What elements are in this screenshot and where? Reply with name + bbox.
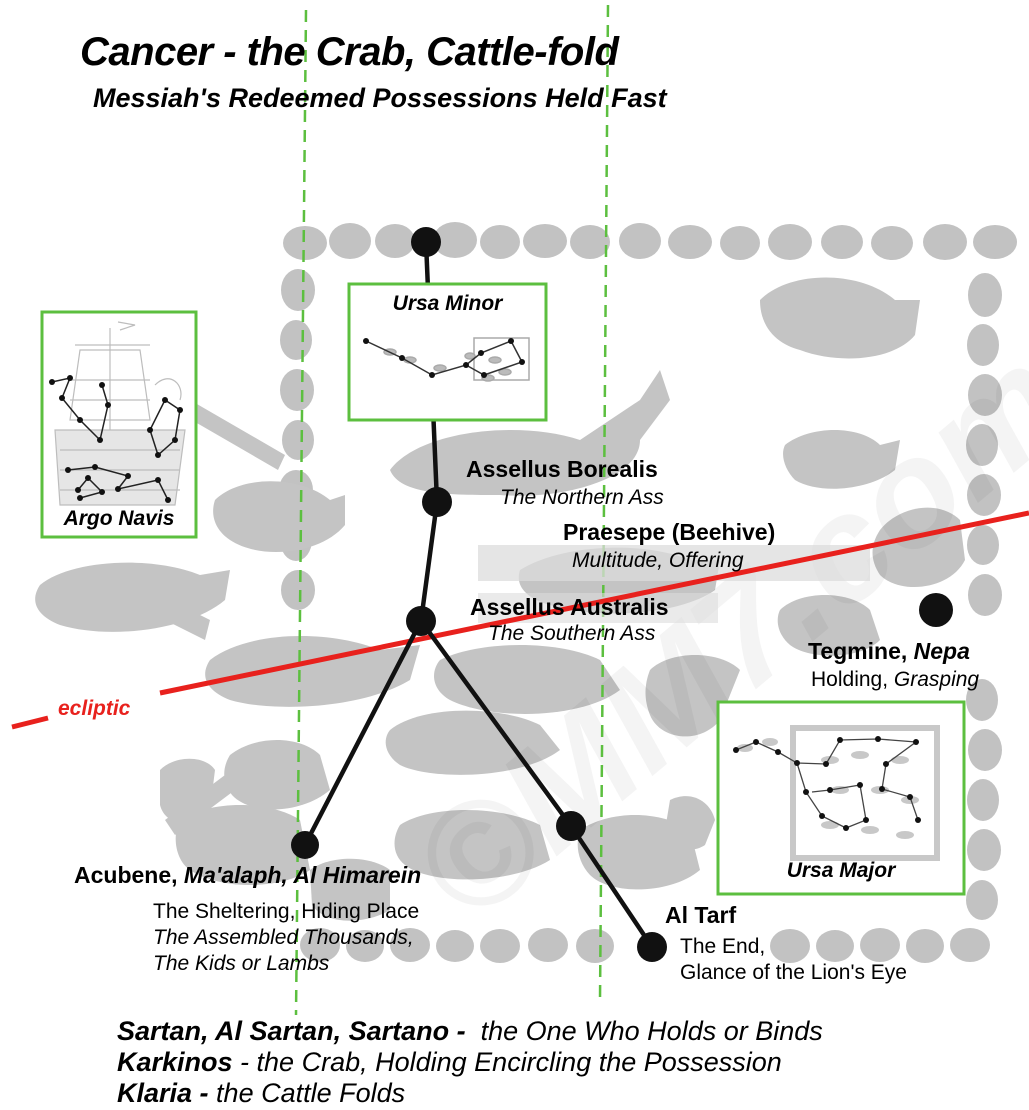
name-line-3: Klaria - the Cattle Folds: [117, 1078, 405, 1108]
page-title: Cancer - the Crab, Cattle-fold: [80, 30, 618, 75]
argo-navis-title: Argo Navis: [42, 507, 196, 531]
star-assellus-borealis: [422, 487, 452, 517]
name-line-1: Sartan, Al Sartan, Sartano - the One Who…: [117, 1016, 823, 1046]
tegmine-meaning-alt: Grasping: [894, 668, 979, 691]
assellus-australis-name: Assellus Australis: [470, 594, 669, 621]
star-al-tarf: [637, 932, 667, 962]
al-tarf-meaning-1: The End,: [680, 935, 765, 959]
al-tarf-meaning-2: Glance of the Lion's Eye: [680, 961, 907, 985]
acubene-meaning-3: The Kids or Lambs: [153, 952, 329, 976]
tegmine-name: Tegmine, Nepa: [808, 638, 970, 665]
al-tarf-name: Al Tarf: [665, 902, 736, 929]
assellus-australis-meaning: The Southern Ass: [488, 622, 655, 646]
tegmine-name-alt: Nepa: [914, 638, 970, 664]
name-line-2: Karkinos - the Crab, Holding Encircling …: [117, 1047, 782, 1077]
ecliptic-line-stub: [12, 718, 48, 727]
star-top: [411, 227, 441, 257]
star-assellus-australis: [406, 606, 436, 636]
argo-navis-inset: [42, 312, 196, 537]
praesepe-meaning: Multitude, Offering: [572, 549, 744, 573]
acubene-meaning-2: The Assembled Thousands,: [153, 926, 414, 950]
ursa-major-title: Ursa Major: [718, 859, 964, 883]
name-meaning-1: the One Who Holds or Binds: [466, 1016, 823, 1046]
tegmine-meaning-main: Holding,: [811, 668, 888, 691]
name-meaning-3: the Cattle Folds: [209, 1078, 406, 1108]
ecliptic-label: ecliptic: [58, 697, 130, 721]
tegmine-meaning: Holding, Grasping: [811, 668, 979, 692]
page-subtitle: Messiah's Redeemed Possessions Held Fast: [93, 83, 667, 114]
acubene-name-main: Acubene,: [74, 862, 178, 888]
star-middle-branch: [556, 811, 586, 841]
name-term-3: Klaria -: [117, 1078, 209, 1108]
star-tegmine: [919, 593, 953, 627]
acubene-meaning-1: The Sheltering, Hiding Place: [153, 900, 419, 924]
name-meaning-2: - the Crab, Holding Encircling the Posse…: [233, 1047, 782, 1077]
name-term-1: Sartan, Al Sartan, Sartano -: [117, 1016, 466, 1046]
praesepe-name: Praesepe (Beehive): [563, 519, 775, 546]
star-acubene: [291, 831, 319, 859]
ursa-minor-title: Ursa Minor: [349, 292, 546, 316]
assellus-borealis-meaning: The Northern Ass: [500, 486, 664, 510]
acubene-name-alt: Ma'alaph, Al Himarein: [184, 862, 421, 888]
name-term-2: Karkinos: [117, 1047, 233, 1077]
assellus-borealis-name: Assellus Borealis: [466, 456, 658, 483]
acubene-name: Acubene, Ma'alaph, Al Himarein: [74, 862, 421, 889]
tegmine-name-main: Tegmine,: [808, 638, 907, 664]
